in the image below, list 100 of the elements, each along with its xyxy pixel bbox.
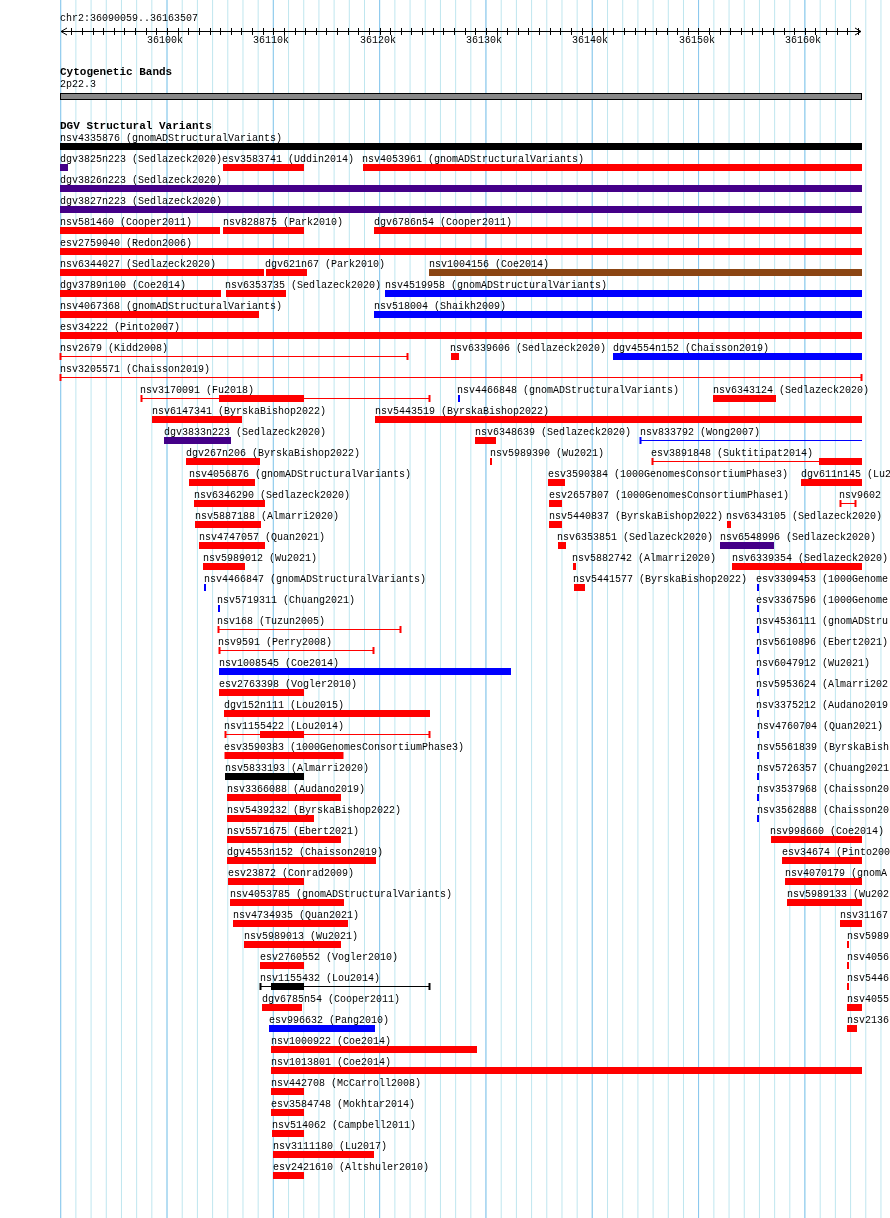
variant-label: nsv4055 [847, 994, 889, 1006]
variant-label: nsv5726357 (Chuang2021 [757, 763, 890, 775]
variant-label: dgv6786n54 (Cooper2011) [374, 217, 513, 229]
variant-label: nsv5719311 (Chuang2021) [217, 595, 356, 607]
variant-label: nsv6047912 (Wu2021) [756, 658, 871, 670]
variant-label: dgv3827n223 (Sedlazeck2020) [60, 196, 223, 208]
variant-label: esv2759040 (Redon2006) [60, 238, 193, 250]
variant-label: nsv4067368 (gnomADStructuralVariants) [60, 301, 283, 313]
variant-label: nsv6353851 (Sedlazeck2020) [557, 532, 714, 544]
variant-label: nsv4747057 (Quan2021) [199, 532, 326, 544]
variant-label: esv3583741 (Uddin2014) [222, 154, 355, 166]
variant-label: nsv6353735 (Sedlazeck2020) [225, 280, 382, 292]
variant-label: esv2657807 (1000GenomesConsortiumPhase1) [549, 490, 790, 502]
variant-label: nsv3375212 (Audano2019 [756, 700, 889, 712]
variant-label: nsv4466847 (gnomADStructuralVariants) [204, 574, 427, 586]
variant-label: nsv2679 (Kidd2008) [60, 343, 169, 355]
variant-label: esv23872 (Conrad2009) [228, 868, 355, 880]
variant-label: esv996632 (Pang2010) [269, 1015, 390, 1027]
variant-label: esv34674 (Pinto200 [782, 847, 890, 859]
variant-label: esv3891848 (Suktitipat2014) [651, 448, 814, 460]
variant-label: nsv168 (Tuzun2005) [217, 616, 326, 628]
variant-label: nsv4070179 (gnomA [785, 868, 888, 880]
variant-label: nsv5610896 (Ebert2021) [756, 637, 889, 649]
variant-label: nsv5441577 (ByrskaBishop2022) [573, 574, 748, 586]
variant-label: nsv5443519 (ByrskaBishop2022) [375, 406, 550, 418]
variant-label: nsv9591 (Perry2008) [218, 637, 333, 649]
variant-label: nsv5561839 (ByrskaBish [757, 742, 890, 754]
variant-label: nsv4053785 (gnomADStructuralVariants) [230, 889, 453, 901]
variant-label: nsv6343124 (Sedlazeck2020) [713, 385, 870, 397]
variant-label: nsv5882742 (Almarri2020) [572, 553, 717, 565]
variant-label: dgv621n67 (Park2010) [265, 259, 386, 271]
region-coordinates: chr2:36090059..36163507 [60, 13, 199, 25]
ruler-tick-label: 36100k [147, 35, 183, 47]
variant-label: nsv3205571 (Chaisson2019) [60, 364, 211, 376]
variant-label: dgv3826n223 (Sedlazeck2020) [60, 175, 223, 187]
variant-label: nsv4519958 (gnomADStructuralVariants) [385, 280, 608, 292]
variant-label: esv2760552 (Vogler2010) [260, 952, 399, 964]
variant-label: nsv4056876 (gnomADStructuralVariants) [189, 469, 412, 481]
variant-label: nsv3170091 (Fu2018) [140, 385, 255, 397]
variant-label: nsv3537968 (Chaisson20 [757, 784, 890, 796]
variant-label: nsv5989133 (Wu202 [787, 889, 890, 901]
variant-label: esv2763398 (Vogler2010) [219, 679, 358, 691]
variant-label: esv34222 (Pinto2007) [60, 322, 181, 334]
variant-label: nsv6339606 (Sedlazeck2020) [450, 343, 607, 355]
ruler-tick-label: 36150k [679, 35, 715, 47]
variant-label: nsv6343105 (Sedlazeck2020) [726, 511, 883, 523]
variant-label: nsv5446 [847, 973, 889, 985]
variant-label: nsv6339354 (Sedlazeck2020) [732, 553, 889, 565]
variant-label: nsv442708 (McCarroll2008) [271, 1078, 422, 1090]
variant-label: nsv5989390 (Wu2021) [490, 448, 605, 460]
variant-label: nsv6147341 (ByrskaBishop2022) [152, 406, 327, 418]
variant-label: esv3590384 (1000GenomesConsortiumPhase3) [548, 469, 789, 481]
variant-label: nsv518004 (Shaikh2009) [374, 301, 507, 313]
variant-label: dgv3789n100 (Coe2014) [60, 280, 187, 292]
variant-label: nsv4536111 (gnomADStru [756, 616, 889, 628]
variant-label: dgv4553n152 (Chaisson2019) [227, 847, 384, 859]
variant-label: nsv5989012 (Wu2021) [203, 553, 318, 565]
variant-label: nsv3111180 (Lu2017) [273, 1141, 388, 1153]
variant-label: nsv3562888 (Chaisson20 [757, 805, 890, 817]
variant-label: nsv9602 [839, 490, 881, 502]
variant-label: nsv4056 [847, 952, 889, 964]
variant-label: nsv828875 (Park2010) [223, 217, 344, 229]
variant-label: nsv5989 [847, 931, 889, 943]
variant-label: dgv611n145 (Lu2 [801, 469, 890, 481]
variant-label: nsv6548996 (Sedlazeck2020) [720, 532, 877, 544]
variant-label: nsv5833193 (Almarri2020) [225, 763, 370, 775]
variant-label: nsv3366088 (Audano2019) [227, 784, 366, 796]
variant-label: nsv4466848 (gnomADStructuralVariants) [457, 385, 680, 397]
variant-label: nsv833792 (Wong2007) [640, 427, 761, 439]
variant-label: nsv6344027 (Sedlazeck2020) [60, 259, 217, 271]
variant-label: nsv1013801 (Coe2014) [271, 1057, 392, 1069]
variant-label: nsv5571675 (Ebert2021) [227, 826, 360, 838]
track-title: DGV Structural Variants [60, 120, 212, 132]
variant-label: nsv4734935 (Quan2021) [233, 910, 360, 922]
variant-label: dgv3833n223 (Sedlazeck2020) [164, 427, 327, 439]
variant-label: esv3309453 (1000Genome [756, 574, 889, 586]
variant-label: esv3590383 (1000GenomesConsortiumPhase3) [224, 742, 465, 754]
variant-label: nsv4053961 (gnomADStructuralVariants) [362, 154, 585, 166]
variant-label: nsv5989013 (Wu2021) [244, 931, 359, 943]
variant-label: esv2421610 (Altshuler2010) [273, 1162, 430, 1174]
variant-label: nsv6348639 (Sedlazeck2020) [475, 427, 632, 439]
variant-label: dgv267n206 (ByrskaBishop2022) [186, 448, 361, 460]
variant-label: dgv3825n223 (Sedlazeck2020) [60, 154, 223, 166]
variant-label: nsv2136 [847, 1015, 889, 1027]
variant-label: nsv4335876 (gnomADStructuralVariants) [60, 133, 283, 145]
ruler-tick-label: 36120k [360, 35, 396, 47]
variant-label: nsv514062 (Campbell2011) [272, 1120, 417, 1132]
band-label: 2p22.3 [60, 79, 96, 91]
ruler-tick-label: 36160k [785, 35, 821, 47]
variant-label: nsv1155422 (Lou2014) [224, 721, 345, 733]
ruler-tick-label: 36130k [466, 35, 502, 47]
ruler-tick-label: 36140k [572, 35, 608, 47]
variant-label: nsv1000922 (Coe2014) [271, 1036, 392, 1048]
variant-label: dgv152n111 (Lou2015) [224, 700, 345, 712]
variant-label: nsv1155432 (Lou2014) [260, 973, 381, 985]
variant-label: nsv31167 [840, 910, 888, 922]
variant-label: nsv1004156 (Coe2014) [429, 259, 550, 271]
variant-label: nsv1008545 (Coe2014) [219, 658, 340, 670]
variant-label: nsv4760704 (Quan2021) [757, 721, 884, 733]
variant-label: dgv4554n152 (Chaisson2019) [613, 343, 770, 355]
